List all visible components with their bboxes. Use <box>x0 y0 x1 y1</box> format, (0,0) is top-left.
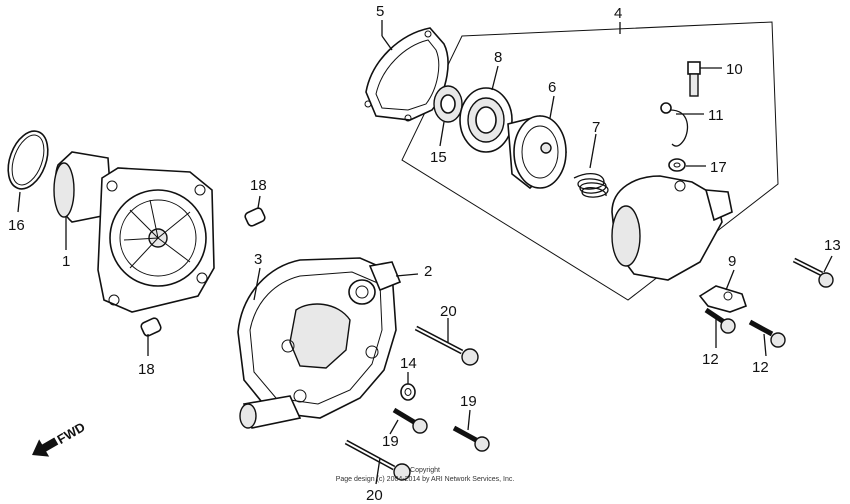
bleed-bolt-10 <box>687 61 701 97</box>
thermostat-housing-4 <box>611 175 733 281</box>
callout-5: 5 <box>376 3 384 20</box>
dowel-pin-18-top <box>244 207 266 227</box>
bolt-19-right <box>452 425 490 452</box>
fwd-label: FWD <box>55 419 88 447</box>
callout-1: 1 <box>62 253 70 270</box>
callout-20-top: 20 <box>440 303 457 320</box>
callout-10: 10 <box>726 61 743 78</box>
sleeve-6 <box>507 115 568 190</box>
callout-16: 16 <box>8 217 25 234</box>
callout-17: 17 <box>710 159 727 176</box>
callout-18-top: 18 <box>250 177 267 194</box>
callout-19-right: 19 <box>460 393 477 410</box>
clip-11 <box>660 102 689 147</box>
callout-18-bottom: 18 <box>138 361 155 378</box>
callout-14: 14 <box>400 355 417 372</box>
pump-body-1 <box>53 151 215 313</box>
callout-11: 11 <box>708 107 724 124</box>
bracket-9 <box>698 285 748 313</box>
callout-2: 2 <box>424 263 432 280</box>
callout-19-left: 19 <box>382 433 399 450</box>
callout-4: 4 <box>614 5 622 22</box>
bolt-12-right <box>748 319 786 348</box>
bolt-12-left <box>704 307 736 334</box>
bearing-15 <box>433 85 463 123</box>
o-ring-16 <box>7 130 49 190</box>
callout-15: 15 <box>430 149 447 166</box>
copyright-line-2: Page design (c) 2004-2014 by ARI Network… <box>336 476 515 483</box>
callout-8: 8 <box>494 49 502 66</box>
callout-12-right: 12 <box>752 359 769 376</box>
washer-14 <box>400 383 416 401</box>
callout-7: 7 <box>592 119 600 136</box>
spring-7 <box>573 172 609 198</box>
fwd-arrow: FWD <box>32 419 88 457</box>
leader-lines <box>17 20 833 485</box>
callouts: 16 1 3 2 4 5 6 8 7 10 11 17 9 12 12 13 1… <box>8 3 841 504</box>
bolt-13 <box>792 257 834 288</box>
callout-12-left: 12 <box>702 351 719 368</box>
bolt-20-top <box>414 325 479 366</box>
callout-9: 9 <box>728 253 736 270</box>
washer-17 <box>668 158 686 172</box>
pump-cover-2 <box>237 257 402 429</box>
bolt-20-bottom <box>344 439 411 481</box>
copyright-line-1: Copyright <box>410 467 440 474</box>
seal-8 <box>459 87 513 153</box>
callout-6: 6 <box>548 79 556 96</box>
callout-20-bottom: 20 <box>366 487 383 504</box>
callout-3: 3 <box>254 251 262 268</box>
bolt-19-left <box>392 407 428 434</box>
callout-13: 13 <box>824 237 841 254</box>
gasket-5 <box>364 27 449 122</box>
dowel-pin-18-bottom <box>140 317 162 337</box>
